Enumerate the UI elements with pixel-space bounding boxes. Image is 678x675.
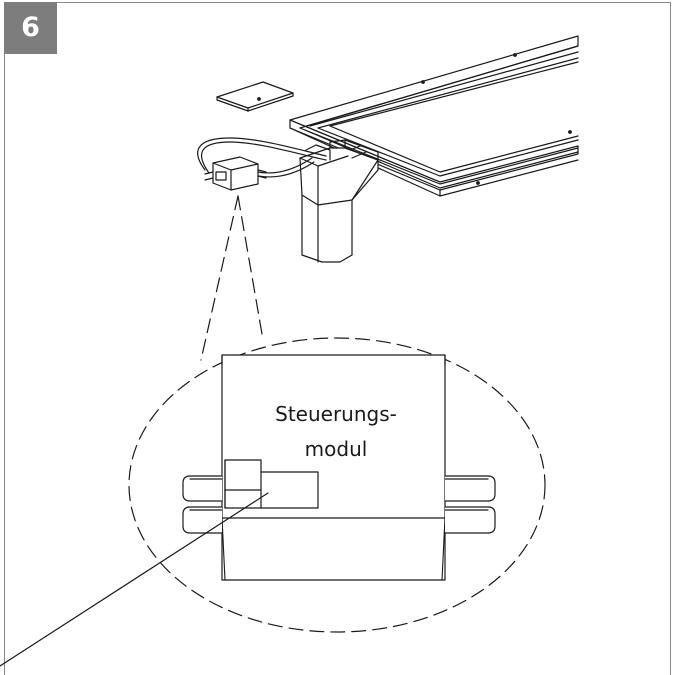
control-module-small — [204, 156, 267, 191]
cable-bundle — [197, 137, 327, 178]
panel-frame — [289, 35, 579, 197]
step-number-badge: 6 — [4, 2, 57, 54]
module-label-line1: Steuerungs- — [275, 402, 397, 426]
pointer-line — [0, 492, 269, 667]
table-leg — [299, 139, 379, 263]
panel-border — [4, 2, 671, 675]
callout-leaders — [200, 195, 263, 361]
cover-plate — [216, 81, 294, 112]
control-module-enlarged — [182, 354, 496, 581]
callout-ellipse — [128, 337, 546, 633]
module-label-line2: modul — [304, 437, 368, 461]
